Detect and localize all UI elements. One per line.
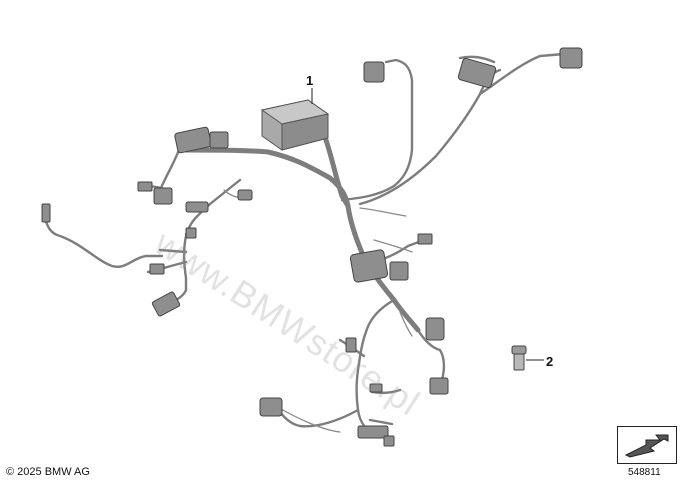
copyright-text: © 2025 BMW AG xyxy=(6,466,90,478)
callout-label-1[interactable]: 1 xyxy=(306,73,314,88)
main-trunk xyxy=(181,137,421,333)
connectors xyxy=(41,47,583,447)
arrow-navigation-icon xyxy=(624,434,669,458)
fastener-part-2 xyxy=(511,345,544,371)
thin-wires xyxy=(223,189,413,433)
navigation-box[interactable] xyxy=(617,426,677,464)
diagram-number: 548811 xyxy=(628,467,661,478)
control-module-part-1 xyxy=(260,88,330,151)
callout-label-2[interactable]: 2 xyxy=(546,354,554,369)
